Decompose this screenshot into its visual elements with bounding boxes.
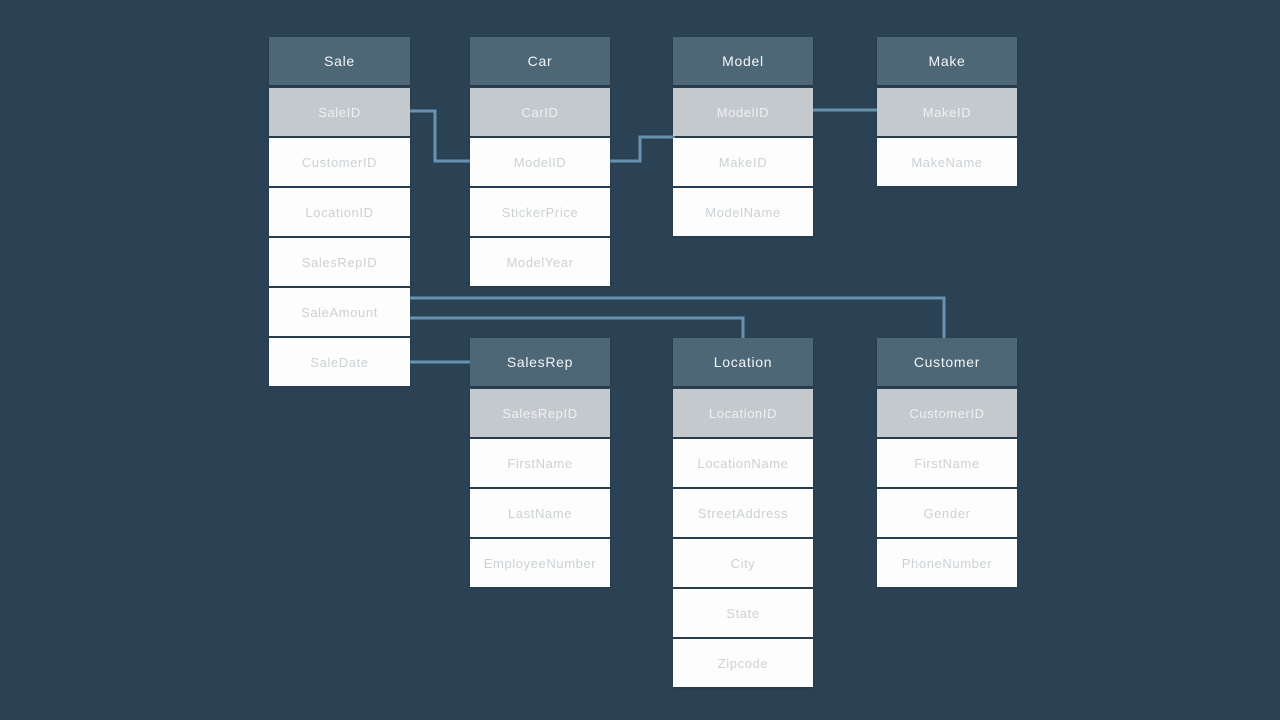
table-location[interactable]: Location LocationID LocationName StreetA… <box>673 338 813 689</box>
field-label: ModelYear <box>506 254 574 270</box>
table-location-header: Location <box>673 338 813 386</box>
row-sale-saleid: SaleID <box>269 88 410 136</box>
pk-field-label: LocationID <box>708 405 778 421</box>
row-sale-saleamount: SaleAmount <box>269 288 410 336</box>
pk-field-label: SaleID <box>318 104 361 120</box>
row-model-modelname: ModelName <box>673 188 813 236</box>
table-title: Car <box>527 53 553 69</box>
table-sale[interactable]: Sale SaleID CustomerID LocationID SalesR… <box>269 37 410 388</box>
table-title: Sale <box>324 53 355 69</box>
row-sale-saledate: SaleDate <box>269 338 410 386</box>
field-label: FirstName <box>914 455 980 471</box>
field-label: ModelID <box>513 154 567 170</box>
field-label: Gender <box>923 505 971 521</box>
table-make[interactable]: Make MakeID MakeName <box>877 37 1017 188</box>
field-label: MakeName <box>911 154 983 170</box>
row-salesrep-salesrepid: SalesRepID <box>470 389 610 437</box>
field-label: LocationName <box>697 455 789 471</box>
table-title: Make <box>928 53 966 69</box>
row-customer-customerid: CustomerID <box>877 389 1017 437</box>
row-model-modelid: ModelID <box>673 88 813 136</box>
row-sale-locationid: LocationID <box>269 188 410 236</box>
connector-sale-to-location <box>410 316 745 345</box>
row-make-makeid: MakeID <box>877 88 1017 136</box>
field-label: EmployeeNumber <box>483 555 597 571</box>
field-label: PhoneNumber <box>901 555 993 571</box>
table-customer-header: Customer <box>877 338 1017 386</box>
row-salesrep-lastname: LastName <box>470 489 610 537</box>
field-label: StreetAddress <box>697 505 789 521</box>
table-customer[interactable]: Customer CustomerID FirstName Gender Pho… <box>877 338 1017 589</box>
table-title: Location <box>713 354 773 370</box>
field-label: MakeID <box>718 154 768 170</box>
table-model-header: Model <box>673 37 813 85</box>
table-salesrep[interactable]: SalesRep SalesRepID FirstName LastName E… <box>470 338 610 589</box>
table-title: SalesRep <box>506 354 574 370</box>
pk-field-label: CarID <box>521 104 559 120</box>
field-label: LastName <box>507 505 573 521</box>
row-location-streetaddress: StreetAddress <box>673 489 813 537</box>
field-label: SalesRepID <box>301 254 378 270</box>
row-salesrep-firstname: FirstName <box>470 439 610 487</box>
row-make-makename: MakeName <box>877 138 1017 186</box>
row-customer-phonenumber: PhoneNumber <box>877 539 1017 587</box>
row-car-stickerprice: StickerPrice <box>470 188 610 236</box>
field-label: ModelName <box>705 204 781 220</box>
field-label: City <box>730 555 756 571</box>
row-customer-firstname: FirstName <box>877 439 1017 487</box>
field-label: LocationID <box>305 204 374 220</box>
field-label: StickerPrice <box>501 204 579 220</box>
row-sale-customerid: CustomerID <box>269 138 410 186</box>
row-location-locationid: LocationID <box>673 389 813 437</box>
pk-field-label: SalesRepID <box>502 405 578 421</box>
pk-field-label: MakeID <box>922 104 972 120</box>
table-sale-header: Sale <box>269 37 410 85</box>
row-location-zipcode: Zipcode <box>673 639 813 687</box>
field-label: SaleAmount <box>301 304 378 320</box>
field-label: Zipcode <box>717 655 769 671</box>
row-car-carid: CarID <box>470 88 610 136</box>
table-car[interactable]: Car CarID ModelID StickerPrice ModelYear <box>470 37 610 288</box>
row-salesrep-employeenumber: EmployeeNumber <box>470 539 610 587</box>
row-model-makeid: MakeID <box>673 138 813 186</box>
field-label: CustomerID <box>301 154 378 170</box>
table-salesrep-header: SalesRep <box>470 338 610 386</box>
row-location-city: City <box>673 539 813 587</box>
field-label: State <box>726 605 760 621</box>
field-label: SaleDate <box>310 354 369 370</box>
connector-sale-to-customer <box>410 296 946 345</box>
pk-field-label: ModelID <box>716 104 770 120</box>
table-car-header: Car <box>470 37 610 85</box>
row-car-modelyear: ModelYear <box>470 238 610 286</box>
field-label: FirstName <box>507 455 573 471</box>
connector-car-modelid-to-model-modelid <box>610 135 675 163</box>
row-car-modelid: ModelID <box>470 138 610 186</box>
row-location-locationname: LocationName <box>673 439 813 487</box>
table-title: Customer <box>913 354 981 370</box>
table-make-header: Make <box>877 37 1017 85</box>
connector-sale-saleid-to-car-modelid <box>410 109 472 163</box>
row-sale-salesrepid: SalesRepID <box>269 238 410 286</box>
table-title: Model <box>722 53 764 69</box>
pk-field-label: CustomerID <box>909 405 985 421</box>
row-customer-gender: Gender <box>877 489 1017 537</box>
row-location-state: State <box>673 589 813 637</box>
table-model[interactable]: Model ModelID MakeID ModelName <box>673 37 813 238</box>
